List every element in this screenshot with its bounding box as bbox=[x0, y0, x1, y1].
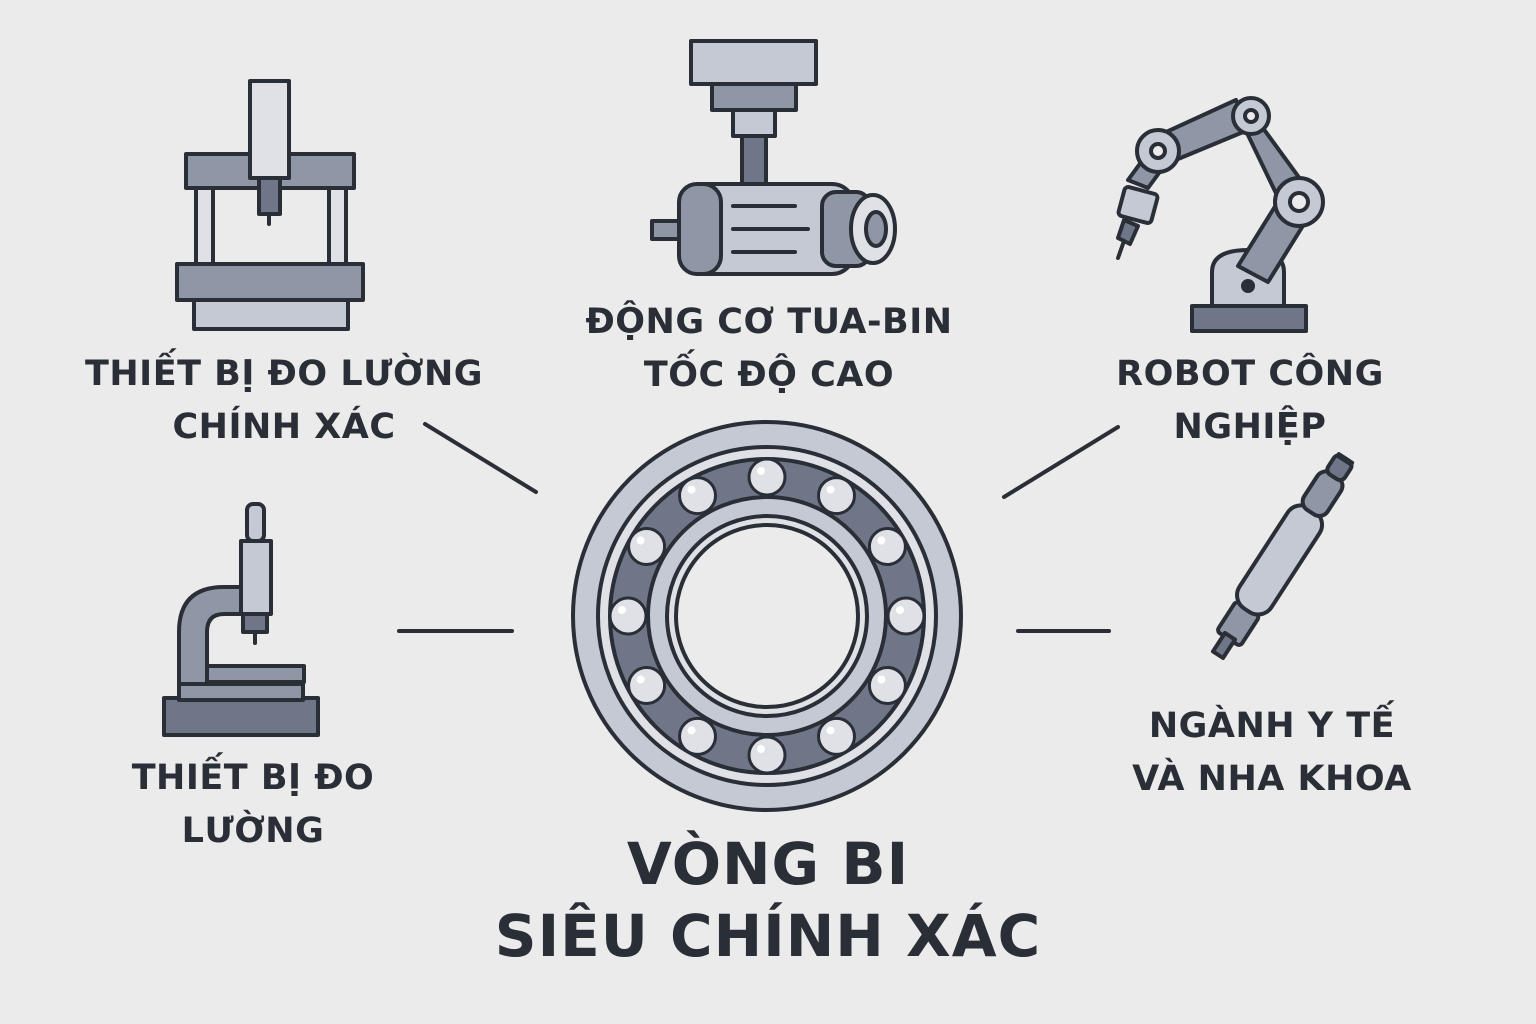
bearing-ball-highlight bbox=[687, 485, 696, 494]
bearing-ball bbox=[886, 596, 926, 636]
label-industrial-robot: ROBOT CÔNG NGHIỆP bbox=[1100, 348, 1400, 454]
bearing-ball-highlight bbox=[687, 726, 696, 735]
label-line: LƯỜNG bbox=[181, 811, 325, 851]
label-medical-dental: NGÀNH Y TẾ VÀ NHA KHOA bbox=[1122, 700, 1422, 806]
bearing-ball-highlight bbox=[757, 467, 765, 475]
label-line: ĐỘNG CƠ TUA-BIN bbox=[585, 302, 953, 342]
label-precision-measurement: THIẾT BỊ ĐO LƯỜNG CHÍNH XÁC bbox=[84, 348, 484, 454]
title-line-2: SIÊU CHÍNH XÁC bbox=[494, 902, 1042, 970]
bearing-ball bbox=[747, 735, 787, 775]
dental-handpiece-icon bbox=[1210, 452, 1355, 660]
bearing-ball bbox=[817, 476, 856, 516]
turbine-motor-icon bbox=[650, 39, 897, 276]
label-line: THIẾT BỊ ĐO LƯỜNG bbox=[85, 354, 483, 394]
bearing-ball bbox=[817, 716, 856, 756]
bearing-ball-highlight bbox=[636, 536, 645, 545]
title-line-1: VÒNG BI bbox=[626, 830, 910, 898]
label-line: ROBOT CÔNG bbox=[1116, 354, 1384, 394]
bearing-ball-highlight bbox=[826, 726, 835, 735]
bearing-ball bbox=[867, 527, 907, 566]
bearing-ball bbox=[867, 666, 907, 705]
bearing-ball-highlight bbox=[877, 675, 886, 684]
main-title: VÒNG BI SIÊU CHÍNH XÁC bbox=[418, 828, 1118, 972]
bearing-ball-highlight bbox=[896, 606, 904, 614]
bearing-ball-highlight bbox=[877, 536, 886, 545]
label-measuring-device: THIẾT BỊ ĐO LƯỜNG bbox=[103, 752, 403, 858]
bearing-balls bbox=[608, 457, 926, 775]
label-line: NGÀNH Y TẾ bbox=[1148, 706, 1396, 746]
connector-top-left bbox=[423, 422, 538, 494]
bearing-ball-highlight bbox=[636, 675, 645, 684]
bearing-ball bbox=[627, 527, 667, 566]
label-line: NGHIỆP bbox=[1173, 407, 1327, 447]
bearing-ball-highlight bbox=[826, 485, 835, 494]
bearing-ball bbox=[678, 716, 717, 756]
label-turbine-motor: ĐỘNG CƠ TUA-BIN TỐC ĐỘ CAO bbox=[569, 296, 969, 402]
label-line: VÀ NHA KHOA bbox=[1132, 759, 1412, 799]
microscope-icon bbox=[162, 502, 320, 737]
label-line: THIẾT BỊ ĐO bbox=[131, 758, 375, 798]
robot-arm-icon bbox=[1116, 96, 1325, 333]
bearing-ball bbox=[627, 666, 667, 705]
bearing-ball-highlight bbox=[757, 745, 765, 753]
connector-top-right bbox=[1002, 425, 1120, 499]
bearing-ball bbox=[678, 476, 717, 516]
bearing-ball bbox=[747, 457, 787, 497]
bearing-ball-highlight bbox=[618, 606, 626, 614]
ball-bearing-diagram bbox=[571, 420, 963, 812]
bearing-ball bbox=[608, 596, 648, 636]
label-line: TỐC ĐỘ CAO bbox=[643, 355, 895, 395]
cmm-machine-icon bbox=[175, 79, 365, 331]
label-line: CHÍNH XÁC bbox=[172, 407, 396, 447]
